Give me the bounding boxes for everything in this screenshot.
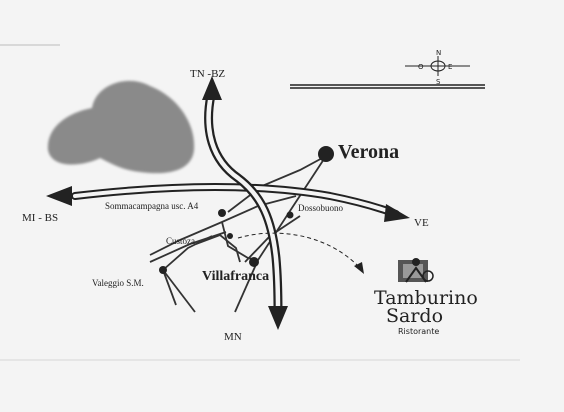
compass-rose: N S E O bbox=[290, 49, 485, 89]
compass-e: E bbox=[448, 63, 452, 71]
logo-subtitle: Ristorante bbox=[398, 327, 439, 336]
compass-o: O bbox=[418, 63, 424, 71]
place-custoza: Custoza bbox=[166, 236, 195, 246]
logo-line2: Sardo bbox=[386, 305, 443, 327]
direction-east: VE bbox=[414, 217, 429, 229]
verona-marker bbox=[318, 146, 334, 162]
highway-west-east bbox=[46, 182, 410, 222]
place-verona: Verona bbox=[338, 141, 399, 163]
highway-north-south bbox=[202, 76, 288, 330]
custoza-marker bbox=[227, 233, 233, 239]
lake-shape bbox=[47, 80, 195, 174]
place-villafranca: Villafranca bbox=[202, 269, 269, 284]
route-to-restaurant bbox=[237, 232, 361, 269]
logo-line1: Tamburino bbox=[374, 287, 478, 309]
direction-north: TN -BZ bbox=[190, 68, 225, 80]
compass-s: S bbox=[436, 78, 441, 86]
place-valeggio: Valeggio S.M. bbox=[92, 278, 144, 288]
villafranca-marker bbox=[249, 257, 259, 267]
direction-west: MI - BS bbox=[22, 212, 58, 224]
dossobuono-marker bbox=[286, 211, 294, 219]
restaurant-logo-icon bbox=[398, 258, 434, 283]
restaurant-logo: Tamburino Sardo Ristorante bbox=[374, 258, 478, 336]
place-sommacampagna: Sommacampagna usc. A4 bbox=[105, 201, 199, 211]
direction-south: MN bbox=[224, 331, 242, 343]
sommacampagna-marker bbox=[218, 209, 226, 217]
place-dossobuono: Dossobuono bbox=[298, 203, 344, 213]
valeggio-marker bbox=[159, 266, 167, 274]
compass-n: N bbox=[436, 49, 441, 57]
